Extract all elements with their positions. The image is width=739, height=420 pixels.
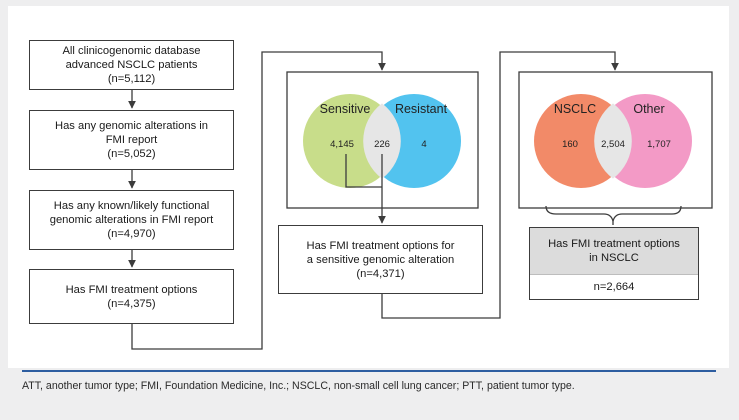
box-all-patients-line-1: All clinicogenomic database xyxy=(62,45,201,57)
sensitivity-overlap-count: 226 xyxy=(374,139,390,150)
box-nsclc-result-count: n=2,664 xyxy=(593,281,635,293)
nsclc-label: NSCLC xyxy=(554,102,596,116)
box-any-genomic-line-2: FMI report xyxy=(105,134,158,146)
box-nsclc-result: Has FMI treatment options in NSCLC n=2,6… xyxy=(529,227,699,300)
box-any-genomic-alterations: Has any genomic alterations in FMI repor… xyxy=(29,110,234,170)
sensitivity-overlap-region xyxy=(363,103,401,179)
box-known-functional-alterations: Has any known/likely functional genomic … xyxy=(29,190,234,250)
resistant-label: Resistant xyxy=(395,102,448,116)
other-only-count: 1,707 xyxy=(647,139,671,150)
box-any-genomic-line-1: Has any genomic alterations in xyxy=(55,120,208,132)
connector-sensitivity-to-result xyxy=(345,154,382,188)
box-nsclc-result-line-1: Has FMI treatment options xyxy=(548,238,680,250)
box-fmi-treatment-line-1: Has FMI treatment options xyxy=(65,283,198,296)
sensitive-label: Sensitive xyxy=(320,102,371,116)
other-label: Other xyxy=(633,102,664,116)
tumor-overlap-region xyxy=(594,103,632,179)
connector-result-to-tumor-venn xyxy=(381,51,619,319)
nsclc-only-count: 160 xyxy=(562,139,578,150)
box-all-patients: All clinicogenomic database advanced NSC… xyxy=(29,40,234,90)
resistant-only-count: 4 xyxy=(421,139,426,150)
footnote-divider xyxy=(22,370,716,372)
box-all-patients-line-2: advanced NSCLC patients xyxy=(65,59,198,71)
flowchart-panel: Sensitive Resistant 4,145 226 4 NSCLC Ot… xyxy=(8,6,729,368)
tumor-overlap-count: 2,504 xyxy=(601,139,625,150)
box-any-genomic-line-3: (n=5,052) xyxy=(107,148,156,160)
footnote: ATT, another tumor type; FMI, Foundation… xyxy=(22,380,575,392)
connector-left-to-sensitivity xyxy=(131,51,386,350)
box-all-patients-line-3: (n=5,112) xyxy=(107,73,156,85)
box-sensitive-result: Has FMI treatment options for a sensitiv… xyxy=(278,225,483,294)
box-sensitive-result-line-2: a sensitive genomic alteration xyxy=(306,253,455,266)
box-nsclc-result-header: Has FMI treatment options in NSCLC xyxy=(530,228,698,275)
box-fmi-treatment-options: Has FMI treatment options (n=4,375) xyxy=(29,269,234,324)
box-known-functional-line-3: (n=4,970) xyxy=(107,228,156,240)
box-known-functional-line-1: Has any known/likely functional xyxy=(53,200,210,212)
box-nsclc-result-line-2: in NSCLC xyxy=(589,252,639,264)
box-sensitive-result-line-3: (n=4,371) xyxy=(356,267,405,280)
connector-layer: Sensitive Resistant 4,145 226 4 NSCLC Ot… xyxy=(128,51,713,350)
box-known-functional-line-2: genomic alterations in FMI report xyxy=(49,214,214,226)
box-sensitive-result-line-1: Has FMI treatment options for xyxy=(306,239,455,252)
sensitive-only-count: 4,145 xyxy=(330,139,354,150)
box-fmi-treatment-line-2: (n=4,375) xyxy=(107,297,156,310)
